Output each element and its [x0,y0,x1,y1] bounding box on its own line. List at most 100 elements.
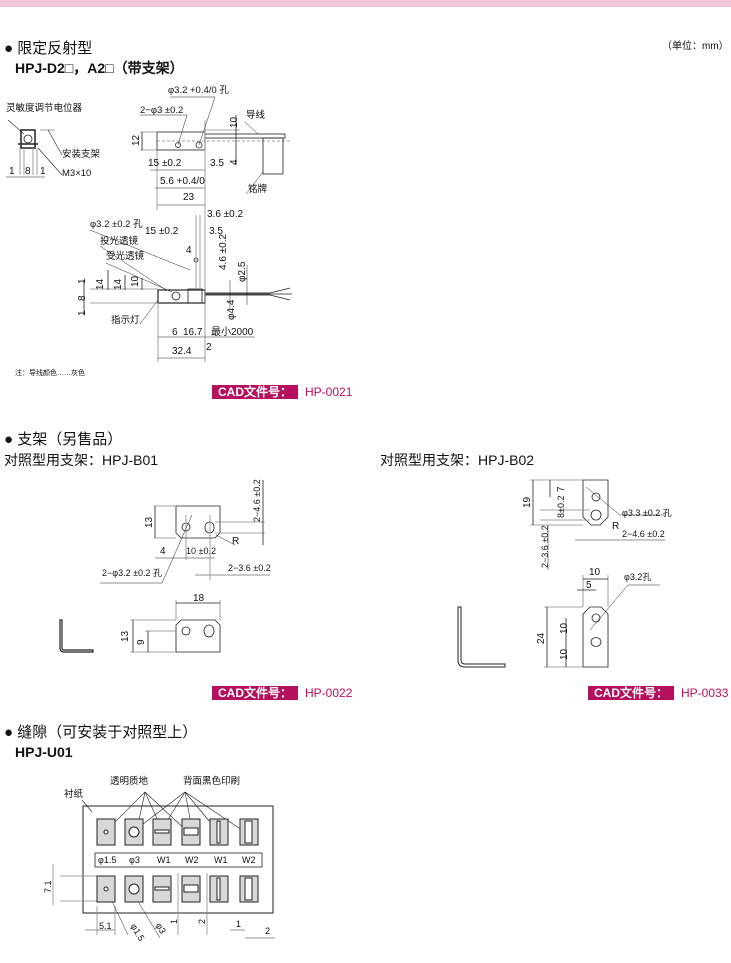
section-title-limited-reflective: ● 限定反射型 [4,40,93,57]
dim: 2 [265,926,271,936]
label-hole-top: φ3.2 +0.4/0 孔 [168,85,229,96]
slit-label: W1 [214,855,228,865]
dim: 2−4.6 ±0.2 [622,529,665,539]
label-potentiometer: 灵敏度调节电位器 [6,103,83,114]
dim: 5.1 [99,921,112,931]
dim: 5 [586,580,592,591]
dim: 8 [77,295,88,301]
dim: 10 [229,116,240,128]
cad-label: CAD文件号： [588,686,674,700]
b02-title: 对照型用支架：HPJ-B02 [380,452,535,468]
dim: 3.6 ±0.2 [207,209,244,220]
drawing-front-view [83,210,292,362]
dim: 2−3.6 ±0.2 [228,563,271,573]
cad-file-hp0033[interactable]: CAD文件号： HP-0033 [588,686,728,700]
dim: 13 [144,516,155,528]
label-transparent: 透明质地 [110,776,149,787]
cad-label: CAD文件号： [212,385,298,399]
section-title-slit: ● 缝隙（可安装于对照型上） [4,724,198,741]
cad-number[interactable]: HP-0021 [305,385,353,399]
dim: 1 [236,919,242,929]
dim: 4 [160,546,166,557]
dim: 24 [536,632,547,644]
dim: 1 [77,278,88,284]
slit-label: W2 [242,855,256,865]
dim: 5.6 +0.4/0 [160,176,205,187]
slit-label: W2 [185,855,199,865]
model-subtitle: HPJ-D2□，A2□（带支架） [15,60,184,76]
label-holes: 2−φ3.2 ±0.2 孔 [102,568,163,578]
drawing-b02 [457,479,665,668]
label-bracket: 安装支架 [62,149,101,160]
label-hole: φ3.3 ±0.2 孔 [622,508,672,518]
dim: 13 [120,630,131,642]
dim: 32.4 [172,346,192,357]
dim: 19 [522,496,533,508]
dim: 3.5 [210,158,224,169]
dim: 4 [229,159,240,165]
dim: 4 [186,245,192,256]
dim: 1 [40,166,46,177]
label-holes: 2−φ3 ±0.2 [140,105,184,116]
label-backing: 衬纸 [64,789,84,800]
unit-note: （单位：mm） [662,41,729,52]
cad-file-hp0022[interactable]: CAD文件号： HP-0022 [212,686,352,700]
label-black-print: 背面黑色印刷 [183,776,241,787]
dim: 3.5 [209,226,223,237]
label-lead: 导线 [246,110,266,121]
label-recv-lens: 受光透镜 [106,251,145,262]
dim: 10 ±0.2 [186,546,216,556]
dim: 7.1 [43,880,53,893]
dim: 2−3.6 ±0.2 [540,525,550,568]
label-indicator: 指示灯 [111,315,140,326]
cad-file-hp0021[interactable]: CAD文件号： HP-0021 [212,385,352,399]
dim: 15 ±0.2 [148,158,182,169]
dim: 12 [131,134,142,146]
b01-title: 对照型用支架：HPJ-B01 [4,452,159,468]
dim: 14 [113,278,124,290]
dim: 10 [589,567,601,578]
dim: 8±0.2 [556,495,566,518]
dim-min-length: 最小2000 [211,327,254,338]
dim: 7 [556,486,567,492]
dim: 1 [9,166,15,177]
dim: 1 [169,918,179,924]
dim: R [232,536,240,547]
dim: 8 [25,166,31,177]
dim: 14 [95,278,106,290]
header-bar [0,0,731,7]
drawing-b01 [59,480,270,653]
dim: 18 [193,593,205,604]
lead-color-note: 注：导线颜色……灰色 [15,370,85,377]
dim: 4.6 ±0.2 [218,233,229,270]
section-title-brackets: ● 支架（另售品） [4,431,123,448]
slit-windows [96,818,259,903]
dim: 10 [559,648,570,660]
dim: 1 [77,310,88,316]
label-screw: M3×10 [62,168,92,179]
dim: 15 ±0.2 [145,226,179,237]
label-emit-lens: 投光透镜 [100,236,139,247]
dim: 2−4.6 ±0.2 [252,479,262,522]
dim: 23 [183,192,195,203]
label-hole2: φ3.2孔 [624,572,652,582]
drawing-top-view [140,96,290,210]
dim: R [612,521,620,532]
dim: 16.7 [183,327,203,338]
dim: 2 [206,342,212,353]
dim: 9 [136,639,147,645]
dim: φ4.4 [226,299,237,320]
dim: 2 [197,918,207,924]
cad-number[interactable]: HP-0033 [681,686,729,700]
dim: 6 [172,327,178,338]
slit-label: φ1.5 [98,855,117,865]
cad-label: CAD文件号： [212,686,298,700]
slit-label: W1 [157,855,171,865]
cad-number[interactable]: HP-0022 [305,686,353,700]
drawing-u01 [52,791,275,939]
dim: 10 [559,622,570,634]
dim: φ2.5 [237,261,248,282]
dim: 10 [130,275,141,287]
